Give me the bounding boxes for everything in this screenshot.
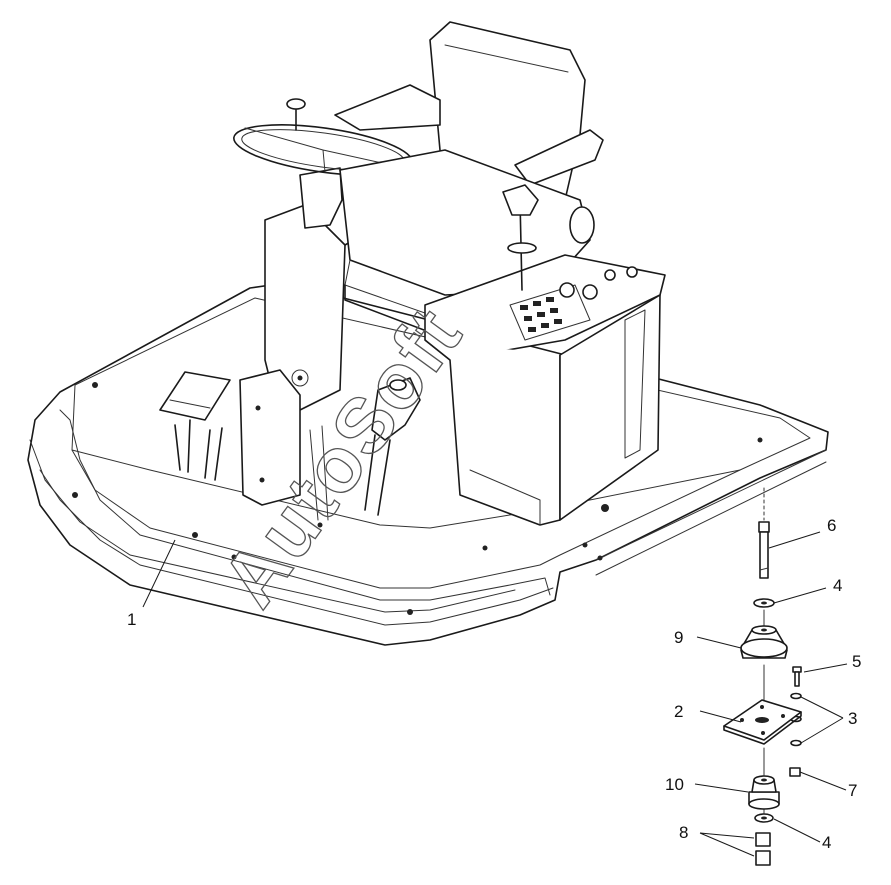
part-7-nut	[789, 767, 801, 777]
steering-column	[233, 98, 413, 506]
callout-1: 1	[127, 610, 136, 629]
leader-lines	[142, 531, 848, 857]
part-10-rubber-mount-lower	[748, 775, 780, 810]
platform-floor	[27, 282, 829, 646]
callout-labels: 1 2 3 4 4 5 6 7 8 9 10	[127, 516, 861, 852]
part-2-mounting-plate	[723, 699, 802, 745]
callout-8: 8	[679, 823, 688, 842]
part-4-washer-upper	[753, 598, 775, 608]
callout-4-lower: 4	[822, 833, 831, 852]
callout-7: 7	[848, 781, 857, 800]
part-9-rubber-mount-upper	[740, 625, 788, 659]
operator-seat	[334, 21, 604, 339]
part-5-screw	[792, 666, 802, 687]
pedal-assembly	[159, 371, 329, 521]
part-4-washer-lower	[754, 813, 774, 823]
callout-2: 2	[674, 702, 683, 721]
part-8-nuts	[755, 832, 771, 866]
callout-6: 6	[827, 516, 836, 535]
hydraulic-valve	[364, 377, 421, 516]
part-6-bolt	[758, 521, 770, 579]
callout-4-upper: 4	[833, 576, 842, 595]
callout-3: 3	[848, 709, 857, 728]
callout-10: 10	[665, 775, 684, 794]
mount-assembly	[723, 487, 802, 866]
control-console	[424, 184, 666, 526]
callout-9: 9	[674, 628, 683, 647]
callout-5: 5	[852, 652, 861, 671]
